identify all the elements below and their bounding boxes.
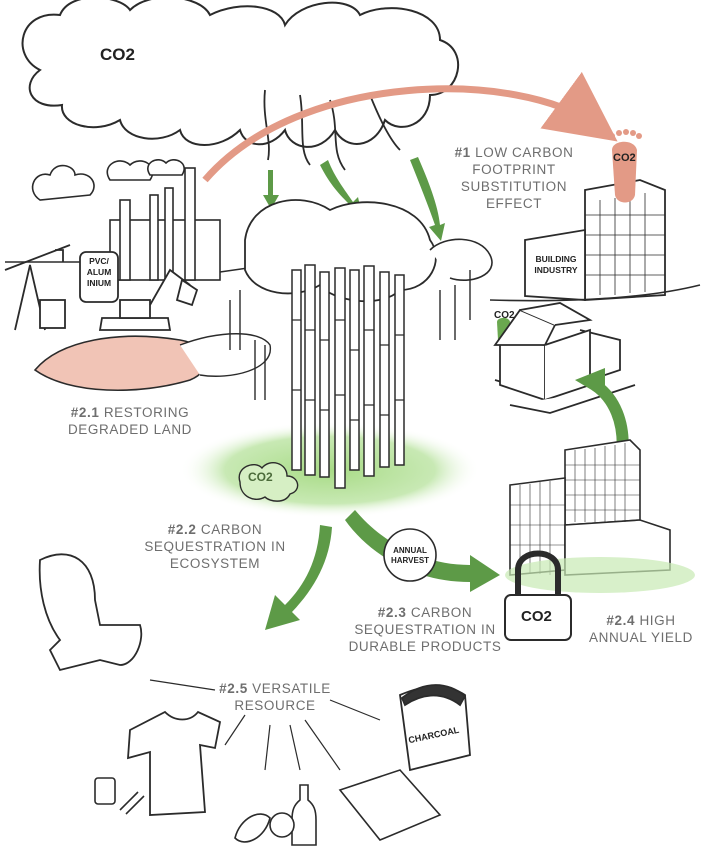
factory xyxy=(31,159,221,281)
products-group xyxy=(234,769,442,846)
t-shirt xyxy=(127,710,222,816)
substitution-arrow xyxy=(202,71,618,183)
label-high-yield: #2.4 HIGH ANNUAL YIELD xyxy=(589,613,693,645)
absorption-arrows xyxy=(263,157,445,241)
padlock-co2-text: CO2 xyxy=(521,608,552,625)
excavator xyxy=(98,268,199,331)
label-sequestration-ecosystem: #2.2 CARBON SEQUESTRATION IN ECOSYSTEM xyxy=(144,522,286,571)
bamboo-chair xyxy=(38,553,143,672)
root-co2-text: CO2 xyxy=(248,470,273,484)
footprint-icon xyxy=(609,129,642,203)
padlock-icon xyxy=(504,550,572,641)
label-versatile-resource: #2.5 VERSATILE RESOURCE xyxy=(219,681,331,713)
oil-pump xyxy=(4,244,71,331)
building-industry xyxy=(524,179,666,301)
bamboo-grove xyxy=(229,199,493,489)
label-sequestration-durable: #2.3 CARBON SEQUESTRATION IN DURABLE PRO… xyxy=(348,605,502,654)
co2-cloud xyxy=(21,0,459,148)
label-low-carbon-footprint: #1 LOW CARBON FOOTPRINT SUBSTITUTION EFF… xyxy=(454,145,574,211)
resource-links xyxy=(149,679,381,771)
label-restoring-land: #2.1 RESTORING DEGRADED LAND xyxy=(67,405,193,437)
ecosystem-arrow xyxy=(265,525,332,630)
footprint-co2-text: CO2 xyxy=(613,152,636,164)
charcoal-bag xyxy=(399,684,471,772)
shed-co2-text: CO2 xyxy=(494,310,515,321)
root-co2-cloud xyxy=(238,462,299,502)
spool-and-needles xyxy=(94,777,145,815)
ecosystem-glow xyxy=(180,422,480,518)
cloud-co2-text: CO2 xyxy=(100,45,135,64)
harvest-arrow xyxy=(345,510,500,592)
pvc-barrel xyxy=(79,251,119,303)
